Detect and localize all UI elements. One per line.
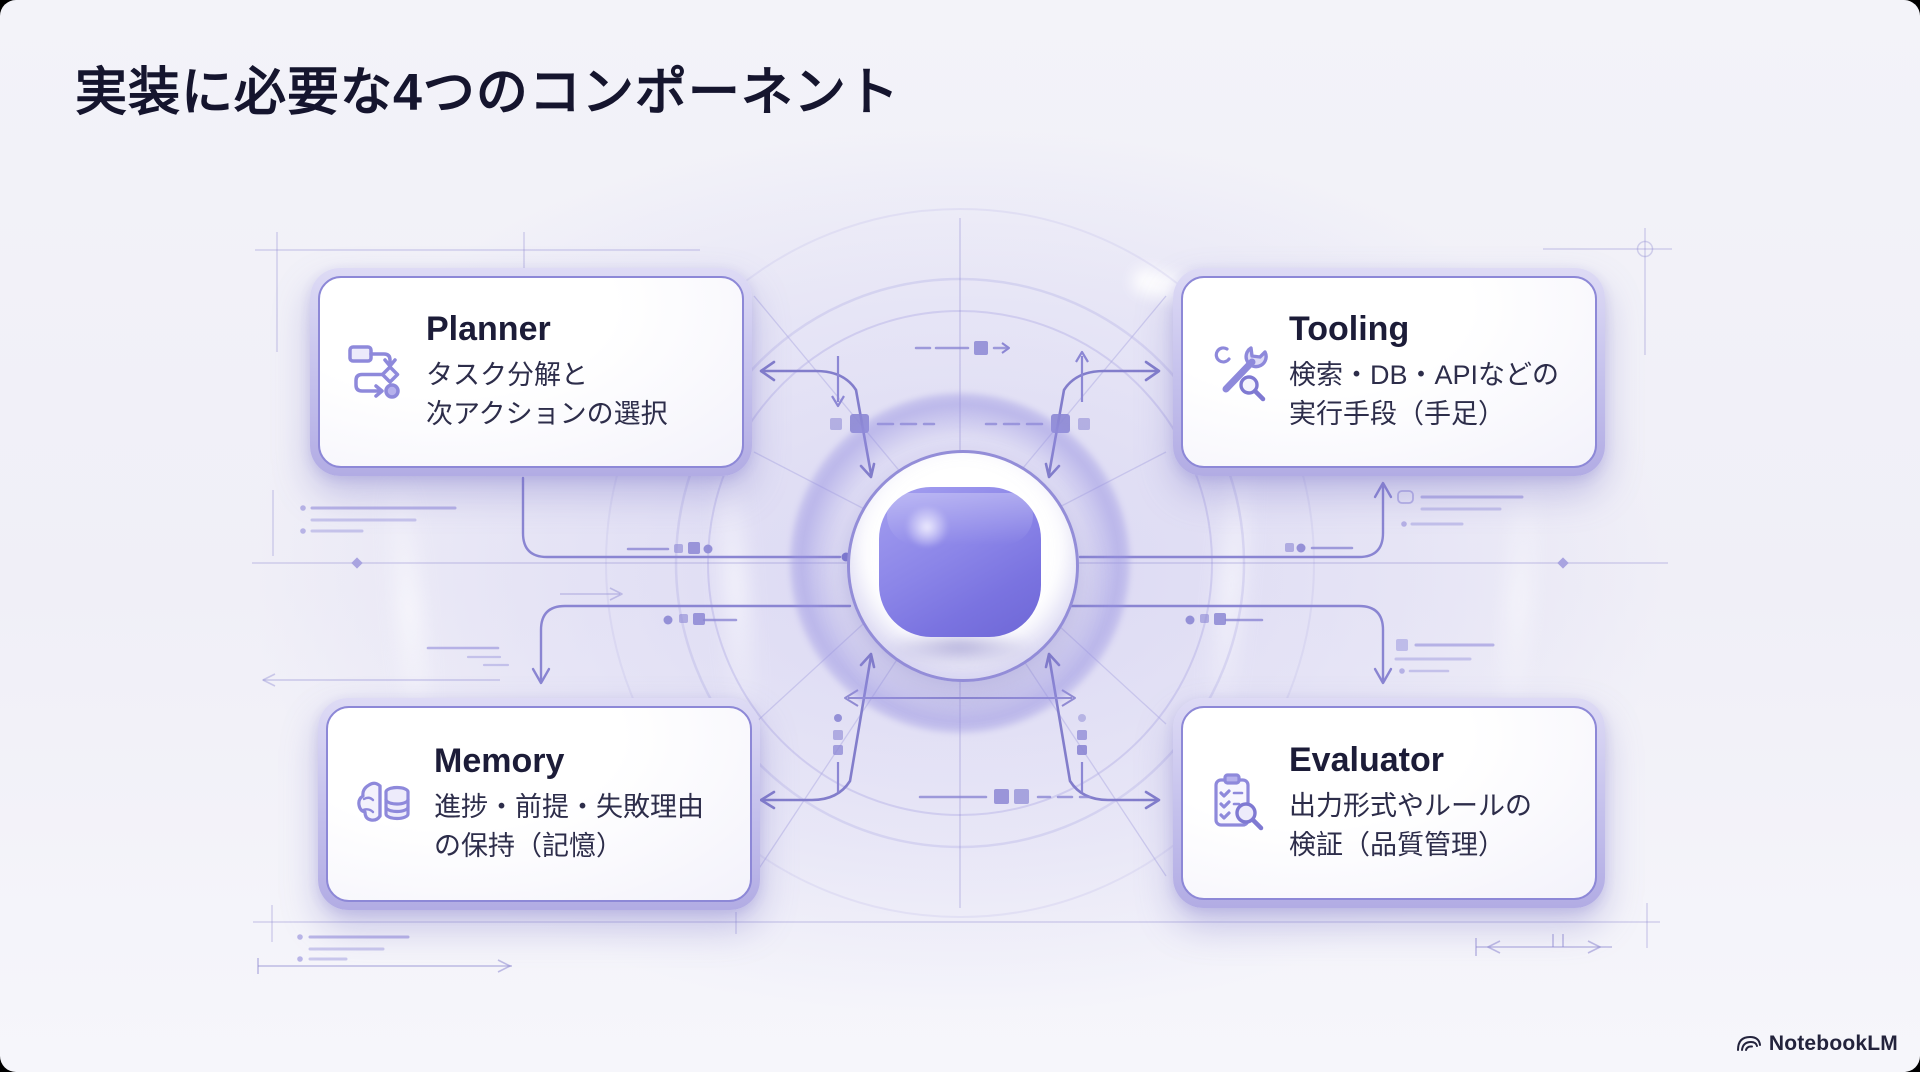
agent-core-blob — [879, 487, 1041, 637]
brand-logo-text: NotebookLM — [1768, 1032, 1898, 1055]
card-tooling-desc-line1: 検索・DB・APIなどの — [1289, 360, 1560, 391]
card-evaluator-desc-line1: 出力形式やルールの — [1289, 791, 1532, 822]
wrench-magnifier-icon — [1214, 346, 1268, 402]
card-memory-desc-line1: 進捗・前提・失敗理由 — [434, 792, 704, 823]
card-tooling-desc-line2: 実行手段（手足） — [1289, 398, 1505, 429]
brain-database-icon — [357, 781, 410, 822]
data-squares — [663, 341, 1306, 804]
concentric-rings — [605, 208, 1315, 918]
card-tooling-title: Tooling — [1289, 309, 1410, 348]
card-memory-inner: Memory 進捗・前提・失敗理由 の保持（記憶） — [326, 706, 752, 902]
card-tooling-text: Tooling 検索・DB・APIなどの 実行手段（手足） — [1289, 309, 1560, 433]
card-memory: Memory 進捗・前提・失敗理由 の保持（記憶） — [318, 698, 760, 910]
card-memory-title: Memory — [434, 741, 565, 780]
card-memory-desc-line2: の保持（記憶） — [434, 830, 623, 861]
dash-arrowheads — [1001, 342, 1010, 354]
card-planner-desc-line1: タスク分解と — [426, 360, 588, 391]
card-tooling: Tooling 検索・DB・APIなどの 実行手段（手足） — [1173, 268, 1605, 476]
card-planner-inner: Planner タスク分解と 次アクションの選択 — [318, 276, 744, 468]
card-evaluator-inner: Evaluator 出力形式やルールの 検証（品質管理） — [1181, 706, 1597, 900]
card-evaluator-text: Evaluator 出力形式やルールの 検証（品質管理） — [1289, 740, 1532, 864]
mini-arrows — [831, 350, 1089, 792]
flowchart-icon — [348, 345, 400, 399]
clipboard-magnifier-icon — [1214, 773, 1264, 831]
card-evaluator: Evaluator 出力形式やルールの 検証（品質管理） — [1173, 698, 1605, 908]
card-planner-title: Planner — [426, 309, 551, 348]
card-tooling-inner: Tooling 検索・DB・APIなどの 実行手段（手足） — [1181, 276, 1597, 468]
card-memory-text: Memory 進捗・前提・失敗理由 の保持（記憶） — [434, 741, 704, 865]
page-title: 実装に必要な4つのコンポーネント — [75, 64, 900, 122]
brand-footer: NotebookLM — [1736, 1032, 1898, 1056]
card-planner: Planner タスク分解と 次アクションの選択 — [310, 268, 752, 476]
side-connectors — [521, 476, 1393, 685]
card-evaluator-title: Evaluator — [1289, 740, 1444, 779]
annotation-text-lines — [297, 490, 1524, 962]
card-planner-desc-line2: 次アクションの選択 — [426, 398, 668, 429]
dimension-marks — [257, 587, 1612, 974]
card-evaluator-desc-line2: 検証（品質管理） — [1289, 829, 1505, 860]
notebooklm-icon — [1736, 1035, 1761, 1051]
card-planner-text: Planner タスク分解と 次アクションの選択 — [426, 309, 668, 433]
